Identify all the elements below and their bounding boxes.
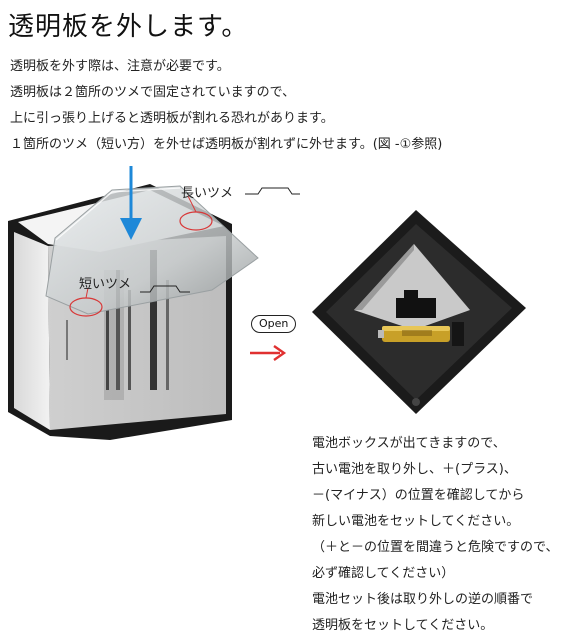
- intro-line: 透明板は２箇所のツメで固定されていますので、: [10, 85, 296, 100]
- battery-instructions: 電池ボックスが出てきますので、 古い電池を取り外し、＋(プラス)、 －(マイナス…: [312, 431, 580, 639]
- long-tab-symbol: [245, 187, 300, 195]
- intro-line: 上に引っ張り上げると透明板が割れる恐れがあります。: [10, 111, 334, 126]
- short-tab-label: 短いツメ: [79, 277, 132, 292]
- instruction-line: 電池ボックスが出てきますので、: [312, 436, 506, 451]
- short-tab-symbol: [140, 285, 190, 293]
- down-arrow-icon: [120, 166, 142, 240]
- instruction-line: 必ず確認してください）: [312, 566, 455, 581]
- cube-clock: [8, 184, 259, 440]
- instruction-line: 透明板をセットしてください。: [312, 618, 494, 633]
- instruction-line: （＋と－の位置を間違うと危険ですので、: [312, 540, 559, 555]
- latch-dot: [412, 398, 420, 406]
- battery-box: [312, 210, 526, 414]
- open-badge: Open: [251, 315, 297, 333]
- instruction-line: －(マイナス）の位置を確認してから: [312, 488, 525, 503]
- instruction-line: 古い電池を取り外し、＋(プラス)、: [312, 462, 517, 477]
- long-tab-label: 長いツメ: [181, 186, 234, 201]
- intro-text: 透明板を外す際は、注意が必要です。 透明板は２箇所のツメで固定されていますので、…: [10, 54, 575, 158]
- battery-icon: [378, 326, 450, 342]
- instruction-line: 新しい電池をセットしてください。: [312, 514, 520, 529]
- instruction-line: 電池セット後は取り外しの逆の順番で: [312, 592, 534, 607]
- right-arrow-icon: [250, 345, 287, 361]
- page-title: 透明板を外します。: [8, 12, 249, 42]
- intro-line: １箇所のツメ（短い方）を外せば透明板が割れずに外せます。(図 -①参照): [10, 137, 443, 152]
- intro-line: 透明板を外す際は、注意が必要です。: [10, 59, 230, 74]
